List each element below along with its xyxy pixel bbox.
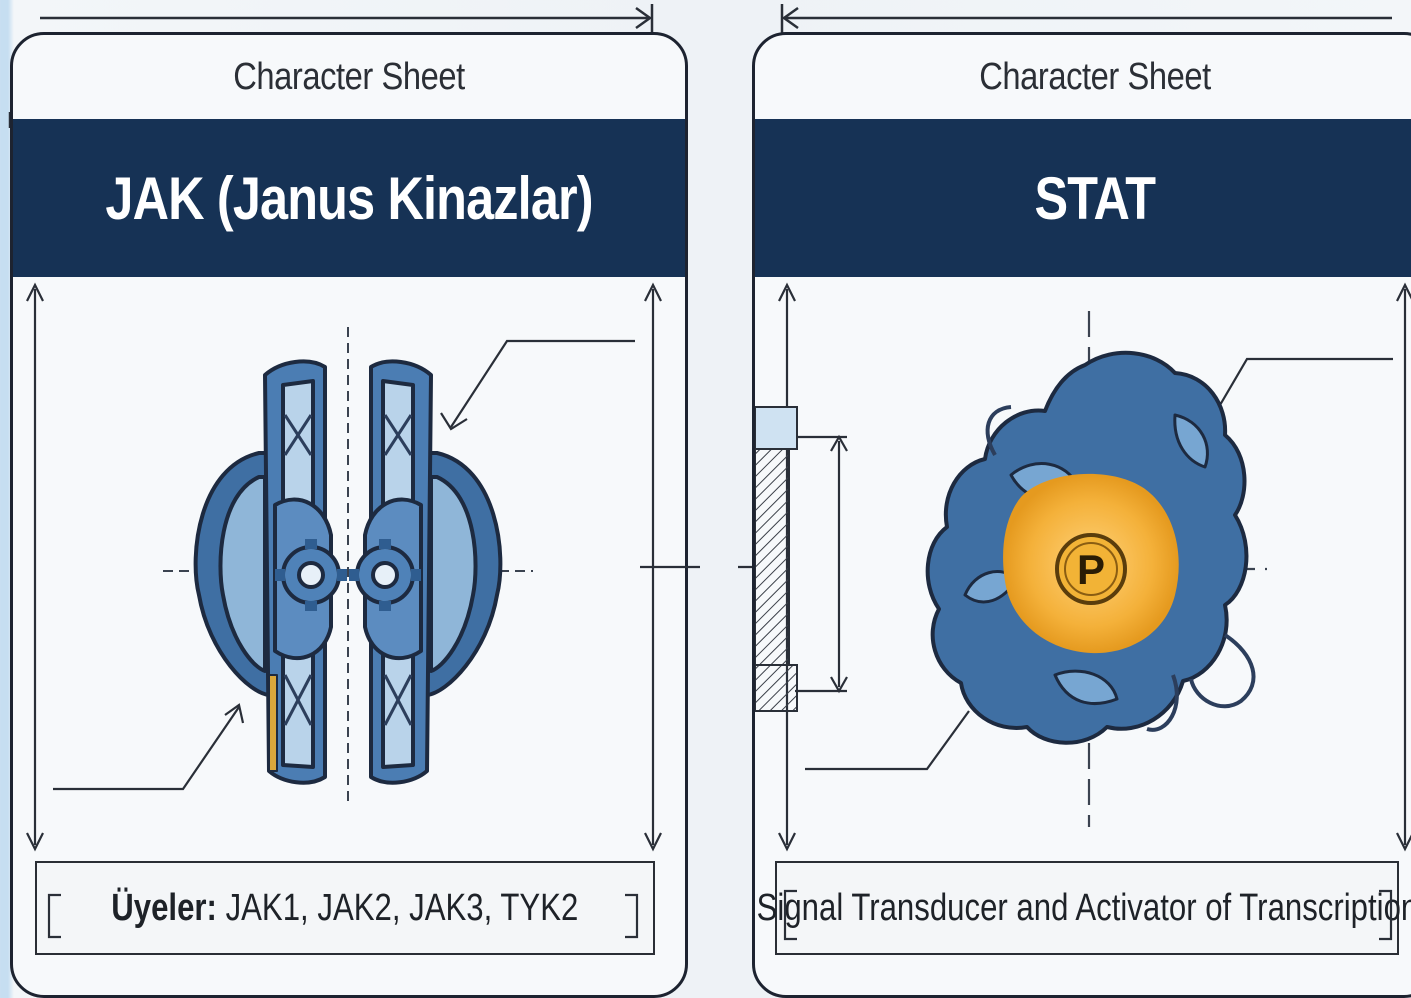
stat-character-card: Character Sheet STAT — [752, 32, 1411, 998]
caption-members: JAK1, JAK2, JAK3, TYK2 — [217, 886, 579, 929]
gear-icon — [275, 539, 421, 611]
stat-illustration: P — [755, 282, 1411, 852]
leader-arrow-icon — [53, 339, 635, 791]
jak-character-card: Character Sheet JAK (Janus Kinazlar) — [10, 32, 688, 998]
stat-caption: Signal Transducer and Activator of Trans… — [756, 861, 1411, 955]
dimension-lines-top — [8, 4, 1392, 128]
title-banner: JAK (Janus Kinazlar) — [13, 119, 685, 277]
members-caption: Üyeler: JAK1, JAK2, JAK3, TYK2 — [35, 861, 655, 955]
caption-brackets — [47, 893, 639, 939]
sheet-label: Character Sheet — [979, 55, 1211, 98]
jak-mechanism-icon — [355, 359, 503, 785]
svg-text:P: P — [1077, 546, 1105, 593]
hatched-bracket — [755, 406, 798, 712]
jak-mechanism-icon — [193, 359, 341, 785]
jak-illustration — [26, 282, 662, 852]
card-title: JAK (Janus Kinazlar) — [105, 164, 593, 232]
sheet-label: Character Sheet — [233, 55, 465, 98]
caption-label: Üyeler: — [111, 886, 218, 929]
leader-arrow-icon — [805, 357, 1393, 771]
caption-text: Signal Transducer and Activator of Trans… — [756, 886, 1411, 929]
phosphate-p-icon: P — [1055, 533, 1127, 605]
caption-brackets — [783, 889, 1393, 941]
card-title: STAT — [1034, 164, 1157, 232]
title-banner: STAT — [755, 119, 1411, 277]
